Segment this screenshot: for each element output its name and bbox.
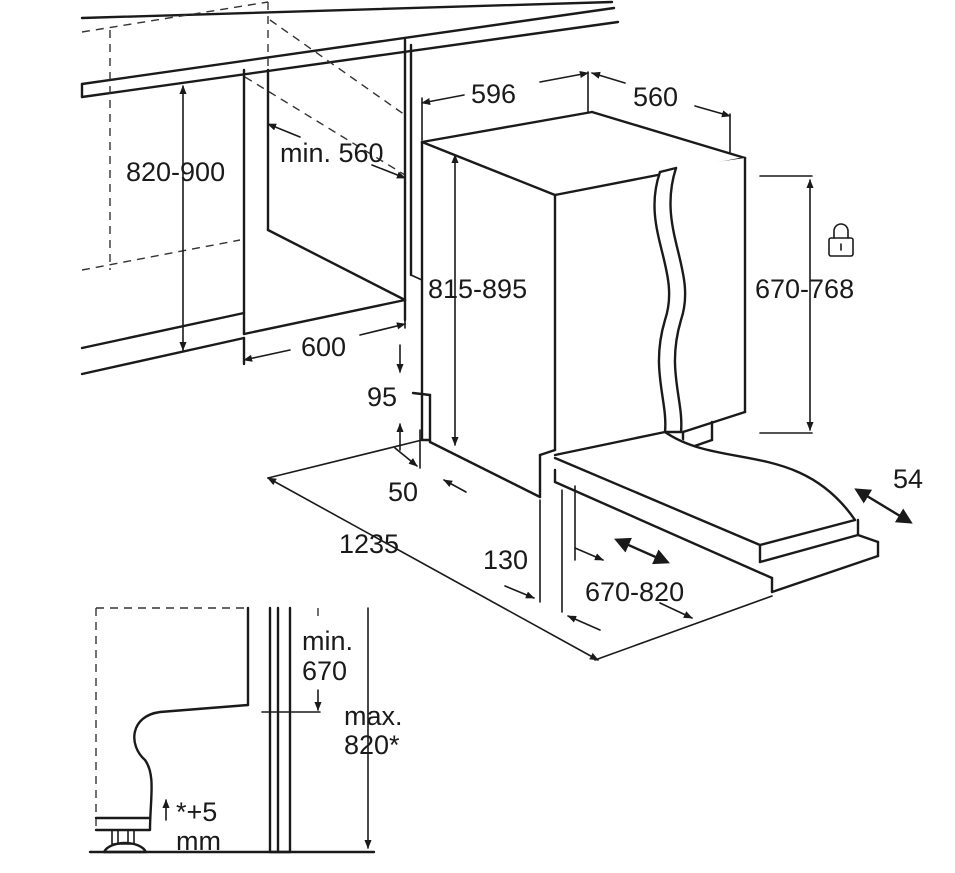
countertop: [80, 0, 620, 99]
label-detail-min-value: 670: [302, 656, 347, 686]
side-detail-labels: min. 670 max. 820* *+5 mm: [176, 626, 403, 856]
label-appliance-width: 596: [471, 79, 516, 109]
dimension-lines: [179, 70, 814, 661]
label-foot-offset: 130: [483, 545, 528, 575]
label-detail-max: max.: [344, 701, 403, 731]
label-door-travel: 670-820: [585, 577, 684, 607]
label-niche-depth: 600: [301, 332, 346, 362]
label-plinth-depth: 50: [388, 477, 418, 507]
label-appliance-height: 815-895: [428, 274, 527, 304]
open-door: [553, 430, 880, 594]
label-detail-max-value: 820*: [344, 730, 400, 760]
label-door-gap: 54: [893, 464, 923, 494]
label-niche-height: 820-900: [126, 157, 225, 187]
label-plinth-height: 95: [367, 382, 397, 412]
label-door-panel-height: 670-768: [755, 274, 854, 304]
label-detail-min: min.: [302, 626, 353, 656]
label-appliance-depth: 560: [633, 82, 678, 112]
movement-arrows: [614, 488, 913, 565]
niche-outline: [80, 1, 423, 376]
label-detail-adjust: *+5: [176, 797, 217, 827]
dimension-labels: 820-900 min. 560 600 596 560 815-895 670…: [126, 79, 923, 607]
label-open-door-depth: 1235: [339, 529, 399, 559]
door-panel: [653, 156, 747, 452]
side-detail: [88, 606, 376, 854]
lock-icon: [828, 223, 854, 257]
label-min-niche-width: min. 560: [280, 138, 384, 168]
label-detail-adjust-unit: mm: [176, 826, 221, 856]
